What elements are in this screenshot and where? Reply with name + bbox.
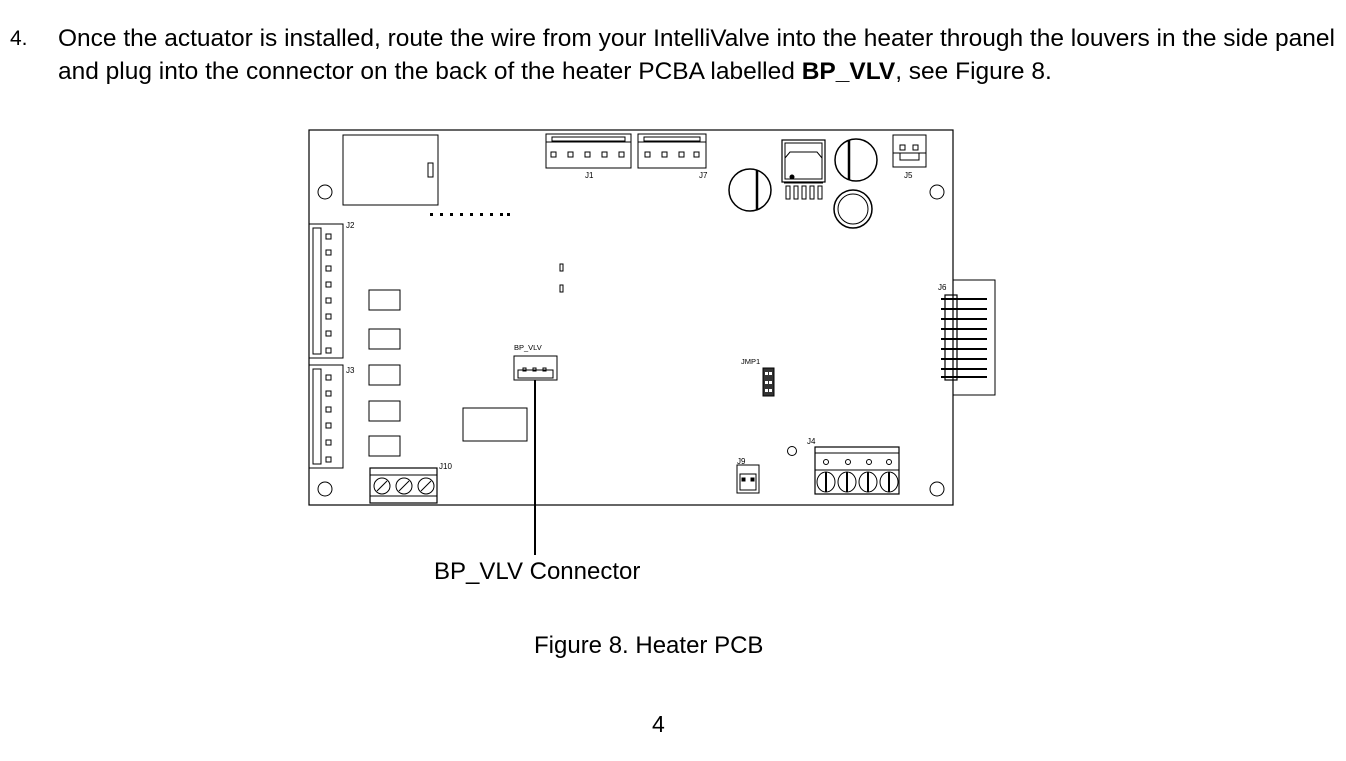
- step-text-before: Once the actuator is installed, route th…: [58, 25, 1335, 85]
- bp-vlv-connector: [513, 355, 558, 381]
- j2-label: J2: [346, 221, 355, 230]
- jumper-jmp1: [762, 367, 775, 397]
- mounting-hole: [317, 481, 333, 497]
- relay-column: [368, 289, 401, 457]
- terminal-block-j10: [369, 467, 438, 504]
- j7-label: J7: [699, 171, 708, 180]
- step-bold-label: BP_VLV: [801, 58, 896, 85]
- connector-j6: [941, 279, 996, 396]
- component-block: [462, 407, 528, 442]
- connector-j3: [308, 364, 344, 469]
- j5-label: J5: [904, 171, 913, 180]
- j1-label: J1: [585, 171, 594, 180]
- voltage-regulator: [781, 139, 826, 200]
- jmp1-label: JMP1: [741, 357, 760, 366]
- mounting-hole: [317, 184, 333, 200]
- mounting-hole: [929, 481, 945, 497]
- capacitor: [728, 168, 772, 212]
- dotted-pads: [430, 213, 510, 216]
- j6-label: J6: [938, 283, 947, 292]
- terminal-block-j4: [814, 446, 900, 495]
- mounting-hole: [929, 184, 945, 200]
- connector-j5: [892, 134, 927, 168]
- j10-label: J10: [439, 462, 452, 471]
- capacitor: [833, 189, 873, 229]
- connector-j2: [308, 223, 344, 359]
- connector-j1: [545, 133, 632, 169]
- figure-caption: Figure 8. Heater PCB: [534, 632, 764, 659]
- j3-label: J3: [346, 366, 355, 375]
- j4-label: J4: [807, 437, 816, 446]
- j9-label: J9: [737, 457, 746, 466]
- pad: [559, 263, 564, 272]
- pcb-board-outline: [308, 129, 954, 506]
- bp-vlv-callout: BP_VLV Connector: [434, 558, 641, 585]
- step-text: Once the actuator is installed, route th…: [58, 22, 1346, 88]
- capacitor: [834, 138, 878, 182]
- connector-j7: [637, 133, 707, 169]
- connector-j9: [736, 464, 760, 494]
- step-number: 4.: [10, 27, 28, 50]
- test-hole: [787, 446, 797, 456]
- step-text-after: , see Figure 8.: [895, 58, 1052, 85]
- page-number: 4: [652, 711, 665, 737]
- pad: [559, 284, 564, 293]
- top-left-module: [342, 134, 439, 206]
- bp-vlv-label: BP_VLV: [514, 343, 542, 352]
